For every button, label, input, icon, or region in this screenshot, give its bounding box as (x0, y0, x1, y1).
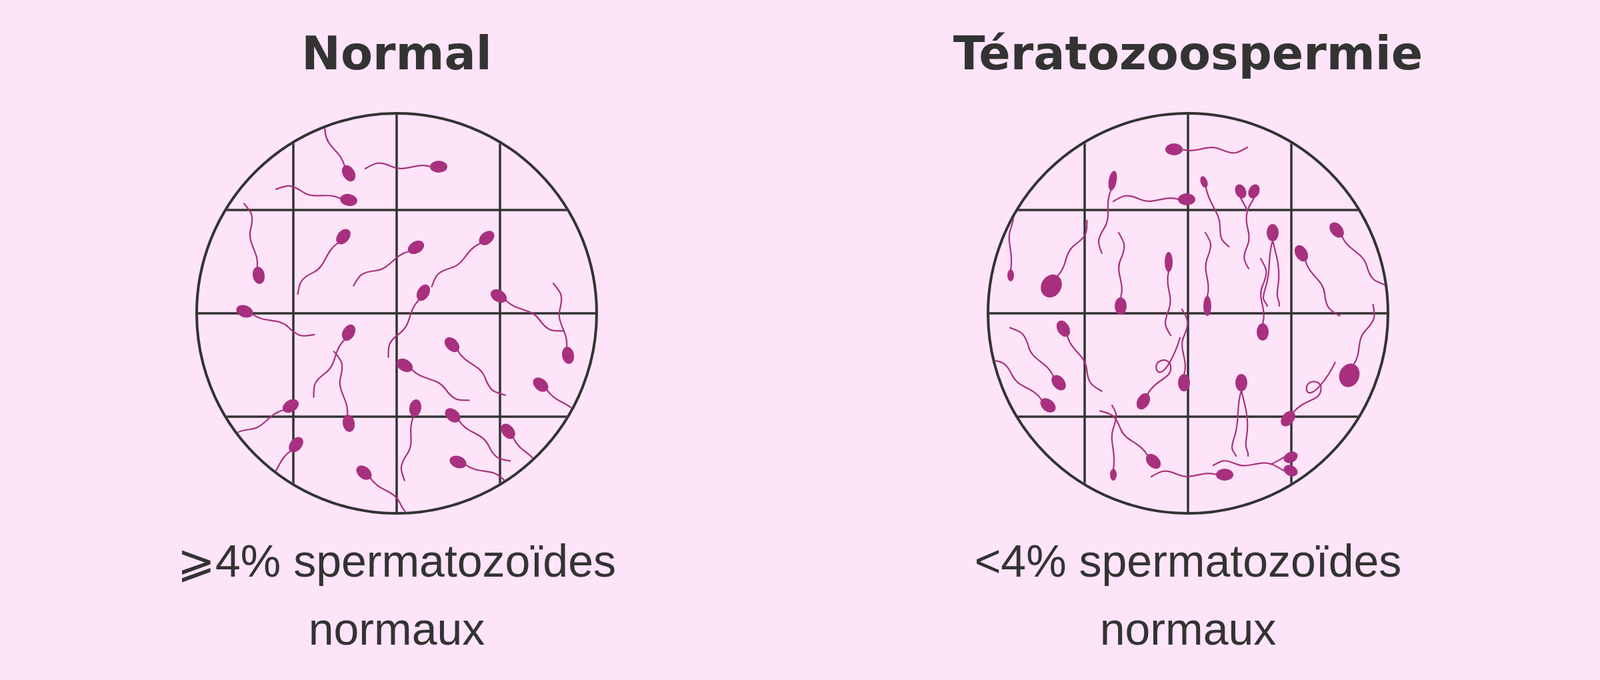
microscope-field: Normal ⩾4% spermatozoïdes normaux (123, 0, 670, 680)
sperm (1232, 374, 1248, 456)
sperm (426, 228, 498, 290)
sperm (1256, 258, 1269, 341)
sperm (488, 286, 566, 338)
sperm (1164, 252, 1173, 336)
sperm (365, 160, 448, 173)
sperm (330, 350, 356, 433)
sperm (240, 202, 266, 285)
sperm (1114, 232, 1127, 315)
sperm (988, 353, 1059, 416)
sperm (1151, 468, 1234, 481)
sperm (224, 396, 302, 448)
sperm (1110, 405, 1117, 481)
sperm (1036, 216, 1098, 302)
abnormal-field (974, 100, 1402, 527)
field-outline (988, 113, 1388, 514)
sperm (1165, 143, 1248, 156)
sperm (394, 356, 472, 408)
sperm (1006, 322, 1069, 394)
field-title: Normal (123, 25, 670, 82)
sperm (244, 434, 306, 505)
sperm (1113, 193, 1196, 206)
sperm (275, 181, 358, 208)
field-title: Tératozoospermie (914, 25, 1462, 82)
sperm (1097, 405, 1164, 472)
field-outline (196, 113, 597, 514)
sperm (1232, 182, 1262, 269)
sperm (1263, 224, 1280, 306)
normal-field (183, 100, 610, 527)
sperm (1178, 309, 1190, 392)
sperm (1292, 242, 1344, 320)
grid (183, 100, 610, 527)
sperm (396, 398, 423, 482)
sperm (381, 282, 433, 360)
sperm (1132, 334, 1188, 414)
sperm (549, 282, 576, 365)
sperm (353, 462, 424, 525)
sperm-cells (224, 106, 601, 524)
grid (974, 100, 1402, 527)
field-caption: ⩾4% spermatozoïdes normaux (143, 526, 650, 663)
sperm (291, 226, 354, 297)
sperm (1277, 358, 1342, 431)
sperm (1213, 449, 1300, 479)
sperm (441, 334, 508, 401)
sperm (234, 302, 316, 342)
sperm (1096, 170, 1119, 254)
microscope-field: Tératozoospermie <4% spermatozoïdes norma… (914, 0, 1462, 680)
sperm (1203, 232, 1212, 316)
sperm (349, 238, 427, 290)
sperm (1198, 175, 1231, 249)
sperm (306, 322, 358, 400)
sperm (530, 374, 601, 437)
field-caption: <4% spermatozoïdes normaux (934, 526, 1442, 663)
sperm-cells (988, 143, 1389, 481)
